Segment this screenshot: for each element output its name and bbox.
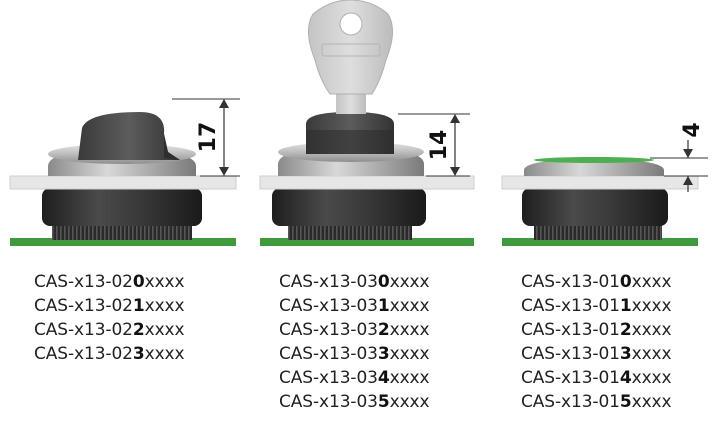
pcb-board bbox=[260, 238, 474, 246]
selector-switch-icon bbox=[9, 112, 237, 246]
code-suffix: xxxx bbox=[389, 320, 430, 340]
code-digit: 2 bbox=[619, 320, 632, 340]
code-prefix: CAS-x13-01 bbox=[521, 344, 620, 364]
code-prefix: CAS-x13-03 bbox=[279, 320, 378, 340]
code-prefix: CAS-x13-01 bbox=[521, 392, 620, 412]
order-code: CAS-x13-032xxxx bbox=[279, 318, 430, 342]
order-code: CAS-x13-014xxxx bbox=[521, 366, 672, 390]
switch-body bbox=[272, 188, 426, 226]
key-switch-icon bbox=[259, 0, 475, 246]
order-code: CAS-x13-021xxxx bbox=[34, 294, 185, 318]
code-prefix: CAS-x13-01 bbox=[521, 368, 620, 388]
code-suffix: xxxx bbox=[389, 296, 430, 316]
code-digit: 2 bbox=[132, 320, 145, 340]
bezel bbox=[524, 158, 664, 176]
front-panel bbox=[259, 175, 475, 190]
order-code: CAS-x13-030xxxx bbox=[279, 270, 430, 294]
code-prefix: CAS-x13-03 bbox=[279, 296, 378, 316]
code-prefix: CAS-x13-02 bbox=[34, 320, 133, 340]
code-digit: 0 bbox=[619, 272, 632, 292]
order-code: CAS-x13-020xxxx bbox=[34, 270, 185, 294]
code-suffix: xxxx bbox=[389, 368, 430, 388]
code-prefix: CAS-x13-02 bbox=[34, 344, 133, 364]
code-prefix: CAS-x13-03 bbox=[279, 344, 378, 364]
ribbed-nut bbox=[52, 222, 192, 240]
order-code: CAS-x13-015xxxx bbox=[521, 390, 672, 414]
front-panel bbox=[9, 175, 237, 190]
pcb-board bbox=[10, 238, 236, 246]
switch-body bbox=[522, 188, 668, 226]
flush-pushbutton-icon bbox=[501, 157, 699, 246]
order-code: CAS-x13-035xxxx bbox=[279, 390, 430, 414]
code-digit: 2 bbox=[377, 320, 390, 340]
switch-body bbox=[42, 188, 202, 226]
code-prefix: CAS-x13-01 bbox=[521, 272, 620, 292]
order-code: CAS-x13-012xxxx bbox=[521, 318, 672, 342]
code-suffix: xxxx bbox=[631, 296, 672, 316]
code-suffix: xxxx bbox=[144, 320, 185, 340]
code-digit: 1 bbox=[377, 296, 390, 316]
key-icon bbox=[308, 0, 393, 114]
dimension-label: 17 bbox=[196, 122, 221, 153]
code-prefix: CAS-x13-01 bbox=[521, 320, 620, 340]
ribbed-nut bbox=[534, 222, 662, 240]
code-digit: 0 bbox=[132, 272, 145, 292]
order-code: CAS-x13-034xxxx bbox=[279, 366, 430, 390]
code-suffix: xxxx bbox=[144, 272, 185, 292]
order-code: CAS-x13-033xxxx bbox=[279, 342, 430, 366]
code-digit: 4 bbox=[619, 368, 632, 388]
order-code: CAS-x13-010xxxx bbox=[521, 270, 672, 294]
order-code: CAS-x13-023xxxx bbox=[34, 342, 185, 366]
code-digit: 5 bbox=[619, 392, 632, 412]
code-suffix: xxxx bbox=[631, 392, 672, 412]
code-prefix: CAS-x13-03 bbox=[279, 368, 378, 388]
code-prefix: CAS-x13-03 bbox=[279, 272, 378, 292]
button-led bbox=[534, 157, 654, 163]
code-suffix: xxxx bbox=[631, 272, 672, 292]
code-digit: 4 bbox=[377, 368, 390, 388]
ribbed-nut bbox=[288, 222, 412, 240]
code-digit: 3 bbox=[619, 344, 632, 364]
order-code: CAS-x13-013xxxx bbox=[521, 342, 672, 366]
code-suffix: xxxx bbox=[389, 344, 430, 364]
code-prefix: CAS-x13-01 bbox=[521, 296, 620, 316]
pcb-board bbox=[502, 238, 698, 246]
code-digit: 1 bbox=[619, 296, 632, 316]
selector-knob bbox=[78, 112, 180, 160]
code-suffix: xxxx bbox=[631, 344, 672, 364]
dimension-label: 4 bbox=[680, 122, 705, 137]
code-prefix: CAS-x13-02 bbox=[34, 272, 133, 292]
code-suffix: xxxx bbox=[631, 320, 672, 340]
code-suffix: xxxx bbox=[144, 344, 185, 364]
front-panel bbox=[501, 175, 699, 190]
dimension-4: 4 bbox=[650, 122, 708, 192]
code-digit: 3 bbox=[132, 344, 145, 364]
code-suffix: xxxx bbox=[389, 272, 430, 292]
order-code: CAS-x13-031xxxx bbox=[279, 294, 430, 318]
code-digit: 5 bbox=[377, 392, 390, 412]
code-prefix: CAS-x13-02 bbox=[34, 296, 133, 316]
code-suffix: xxxx bbox=[144, 296, 185, 316]
code-digit: 3 bbox=[377, 344, 390, 364]
dimension-14: 14 bbox=[398, 113, 470, 177]
dimension-17: 17 bbox=[172, 98, 240, 177]
code-prefix: CAS-x13-03 bbox=[279, 392, 378, 412]
order-code: CAS-x13-022xxxx bbox=[34, 318, 185, 342]
code-digit: 0 bbox=[377, 272, 390, 292]
code-suffix: xxxx bbox=[389, 392, 430, 412]
order-code: CAS-x13-011xxxx bbox=[521, 294, 672, 318]
code-digit: 1 bbox=[132, 296, 145, 316]
code-suffix: xxxx bbox=[631, 368, 672, 388]
dimension-label: 14 bbox=[427, 130, 452, 161]
